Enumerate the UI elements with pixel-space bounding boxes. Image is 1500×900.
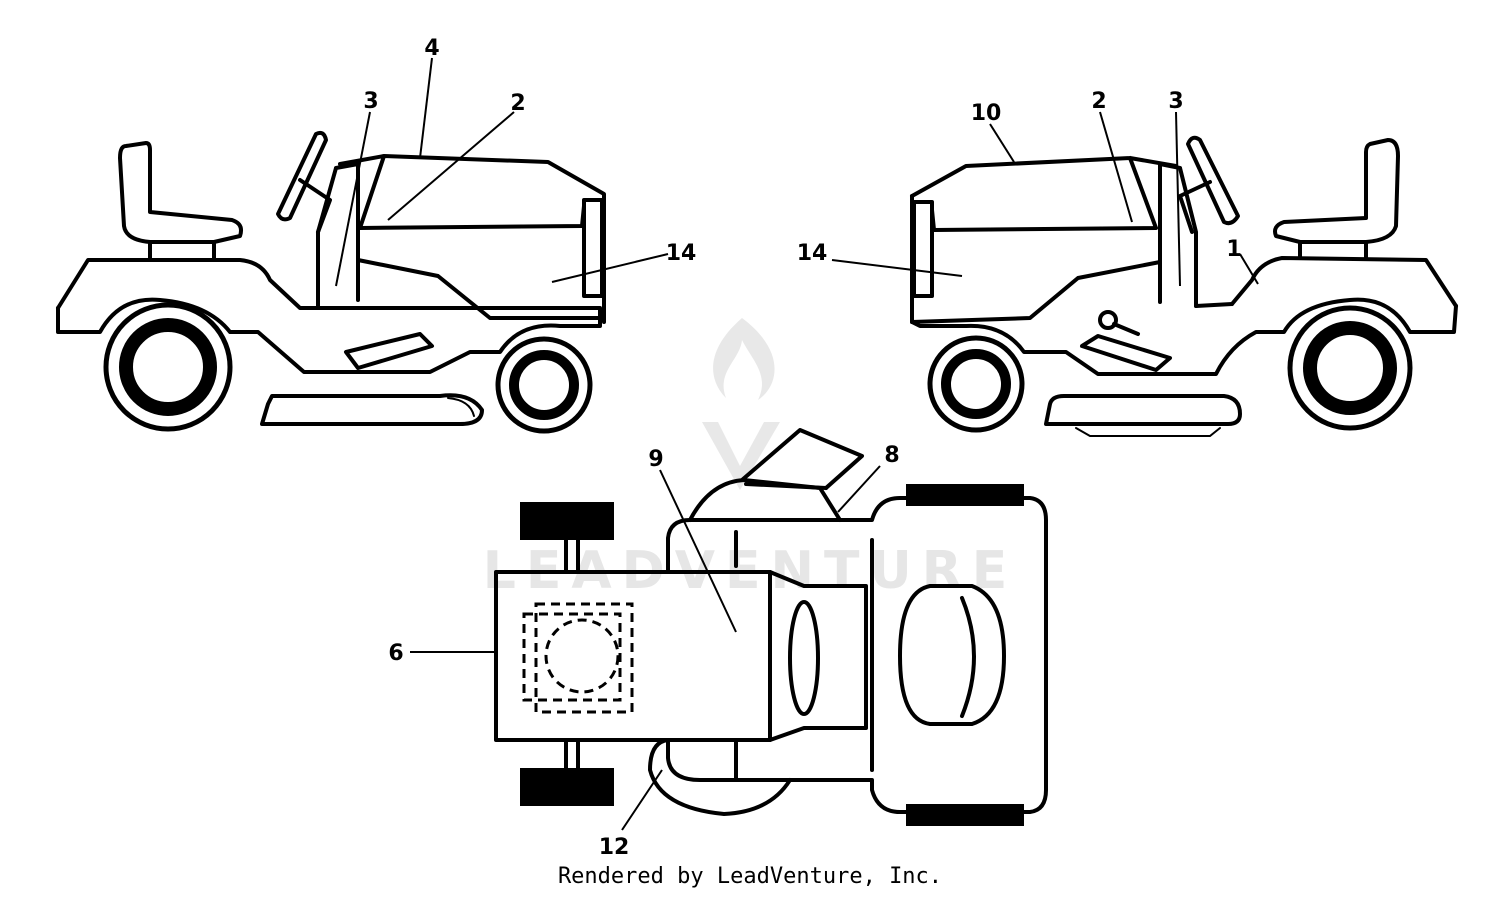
rear-wheel-hub	[119, 318, 217, 416]
chassis	[56, 297, 602, 374]
left-view-leaders	[335, 57, 669, 287]
seat-backrest-top	[960, 596, 976, 718]
steering-column-right	[1178, 180, 1212, 234]
mower-deck	[260, 393, 484, 426]
front-wheel-hub-right	[941, 349, 1011, 419]
discharge-chute	[688, 428, 864, 522]
callout-2-right: 2	[1091, 89, 1106, 114]
rear-fender-right	[1230, 256, 1458, 308]
steering-wheel	[276, 130, 328, 222]
chute-edge	[744, 482, 828, 490]
rear-wheel	[103, 302, 233, 432]
hood	[338, 154, 606, 324]
front-wheel-hub	[509, 350, 579, 420]
front-wheel-right	[927, 335, 1025, 433]
rear-wheel-hub-right	[1303, 321, 1397, 415]
top-view	[494, 428, 1048, 826]
callout-1-right: 1	[1226, 237, 1241, 262]
right-side-view	[910, 135, 1458, 437]
seat-post-right	[1298, 240, 1368, 260]
rear-tire-bottom	[906, 804, 1024, 826]
mower-deck-right	[1044, 394, 1242, 426]
rear-wheel-right	[1287, 305, 1413, 431]
engine-decal-circle	[544, 618, 620, 694]
grille-right	[912, 200, 934, 298]
callout-3-right: 3	[1168, 89, 1183, 114]
callout-9-top: 9	[648, 447, 663, 472]
top-view-leaders	[410, 465, 881, 831]
deck-chute	[447, 397, 475, 417]
callout-3-left: 3	[363, 89, 378, 114]
right-view-leaders	[831, 111, 1259, 287]
lever-knob	[1098, 310, 1118, 330]
hood-top	[494, 570, 868, 742]
callout-8-top: 8	[884, 443, 899, 468]
callout-10-right: 10	[971, 101, 1002, 126]
callout-2-left: 2	[510, 91, 525, 116]
front-tire-top	[520, 502, 614, 540]
seat-back	[118, 141, 243, 244]
deck-arc-bottom	[648, 738, 792, 816]
front-axle	[564, 538, 580, 770]
foot-pedal	[344, 332, 434, 370]
callout-14-left: 14	[666, 241, 697, 266]
chassis-right	[910, 194, 1458, 376]
dash-panel	[316, 162, 360, 310]
callout-12-top: 12	[599, 835, 630, 860]
steering-wheel-right	[1186, 135, 1240, 226]
front-tire-bottom	[520, 768, 614, 806]
hood-side-right	[910, 260, 1162, 324]
right-view-callouts: 10 2 3 1 14	[797, 89, 1242, 266]
seat-back-right	[1273, 138, 1400, 244]
hood-right	[910, 156, 1178, 232]
watermark-v-icon	[702, 422, 780, 490]
hood-side	[356, 258, 602, 320]
engine-decal-outline	[522, 612, 622, 702]
foot-pedal-right	[1080, 334, 1172, 372]
deck-skirt-right	[1075, 427, 1221, 437]
seat-post	[148, 240, 216, 260]
render-credit: Rendered by LeadVenture, Inc.	[557, 864, 943, 889]
callout-4-left: 4	[424, 36, 439, 61]
front-wheel	[495, 336, 593, 434]
callout-14-right: 14	[797, 241, 828, 266]
rear-fender	[56, 258, 322, 310]
steering-wheel-top	[788, 600, 820, 716]
seat-base-right	[1194, 302, 1234, 308]
left-view-callouts: 4 3 2 14	[363, 36, 696, 266]
rear-body-top	[666, 496, 1048, 814]
engine-decal-outline-2	[534, 602, 634, 714]
callout-6-top: 6	[388, 641, 403, 666]
grille	[582, 198, 604, 298]
left-side-view	[56, 130, 606, 434]
seat-top	[898, 584, 1006, 726]
watermark-flame-icon	[713, 318, 775, 400]
rear-tire-top	[906, 484, 1024, 506]
top-view-callouts: 9 8 6 12	[388, 443, 899, 860]
